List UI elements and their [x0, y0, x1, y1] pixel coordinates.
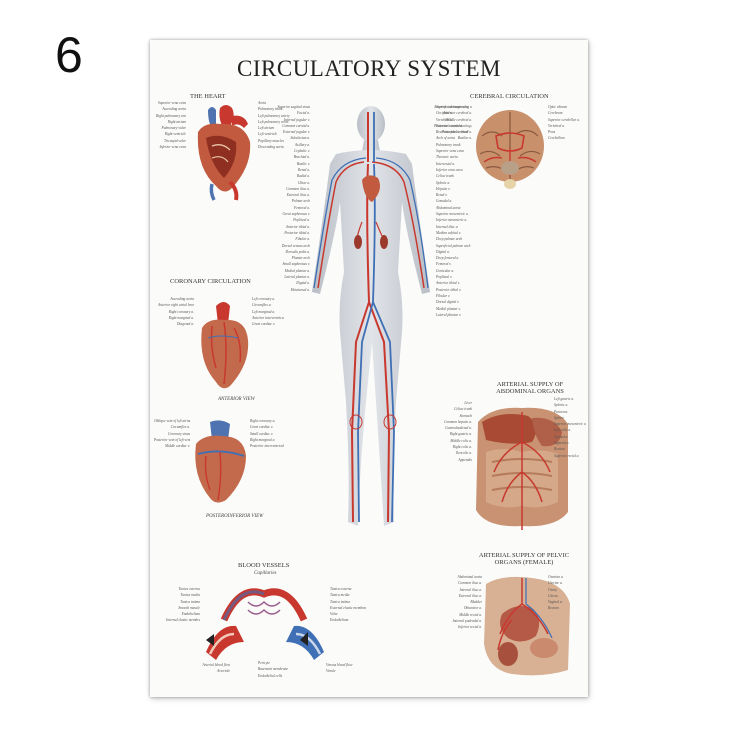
poster-title: CIRCULATORY SYSTEM	[237, 56, 501, 81]
abdominal-section-title: ARTERIAL SUPPLY OF ABDOMINAL ORGANS	[496, 381, 564, 395]
capillaries-caption: Capillaries	[254, 571, 277, 576]
blood-vessels-section-title: BLOOD VESSELS	[238, 562, 290, 569]
blood-vessels-illustration	[206, 588, 324, 660]
coronary-labels-right: Left coronary a.Circumflex a.Left margin…	[252, 297, 284, 327]
body-figure-illustration	[312, 106, 430, 526]
heart-section-title: THE HEART	[190, 93, 226, 100]
pelvic-illustration	[484, 576, 570, 676]
anterior-view-caption: ANTERIOR VIEW	[218, 397, 255, 402]
brain-illustration	[476, 110, 544, 189]
cerebral-labels-left: Anterior communicating a.Anterior cerebr…	[434, 105, 472, 141]
page-number: 6	[55, 27, 83, 83]
abdominal-illustration	[476, 407, 568, 530]
abdominal-labels-right: Left gastric a.Splenic a.Pancreas Spleen…	[554, 397, 586, 458]
pelvic-section-title: ARTERIAL SUPPLY OF PELVIC ORGANS (FEMALE…	[478, 552, 570, 566]
coronary-section-title: CORONARY CIRCULATION	[170, 278, 251, 285]
cerebral-section-title: CEREBRAL CIRCULATION	[470, 93, 549, 100]
posterior-labels-right: Right coronary a.Great cardiac v.Small c…	[250, 419, 284, 449]
posteroinferior-view-caption: POSTEROINFERIOR VIEW	[206, 514, 264, 519]
heart-illustration	[197, 105, 251, 201]
poster: CIRCULATORY SYSTEM THE HEART CEREBRAL CI…	[150, 40, 588, 697]
coronary-anterior-illustration	[201, 302, 249, 389]
body-labels-right: Superficial temporal a.Occipital a.Verte…	[436, 105, 471, 317]
coronary-posterior-illustration	[195, 420, 246, 503]
